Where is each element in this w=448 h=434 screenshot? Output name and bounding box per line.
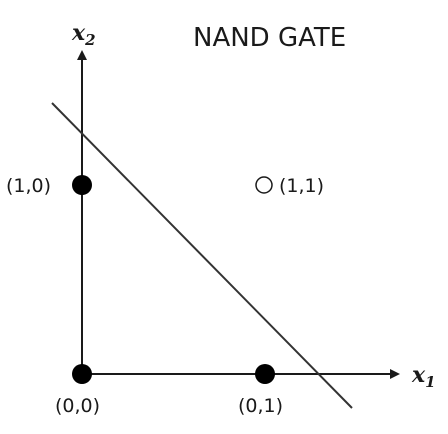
- point-0-0-label: (0,0): [55, 395, 100, 417]
- x2-axis-label: x2: [71, 20, 96, 49]
- decision-boundary-line: [51, 102, 353, 409]
- point-0-0-marker: [72, 364, 92, 384]
- x2-axis-subscript: 2: [84, 31, 95, 49]
- x2-axis-symbol: x: [71, 20, 86, 46]
- point-1-1-marker: [255, 176, 273, 194]
- x1-axis-symbol: x: [411, 362, 426, 388]
- x1-axis-label: x1: [411, 362, 436, 391]
- point-1-1-label: (1,1): [279, 175, 324, 197]
- diagram-title: NAND GATE: [193, 23, 346, 53]
- point-0-1-label: (0,1): [238, 395, 283, 417]
- point-0-1-marker: [255, 364, 275, 384]
- point-1-0-label: (1,0): [6, 175, 51, 197]
- x1-axis-subscript: 1: [425, 373, 435, 391]
- point-1-0-marker: [72, 175, 92, 195]
